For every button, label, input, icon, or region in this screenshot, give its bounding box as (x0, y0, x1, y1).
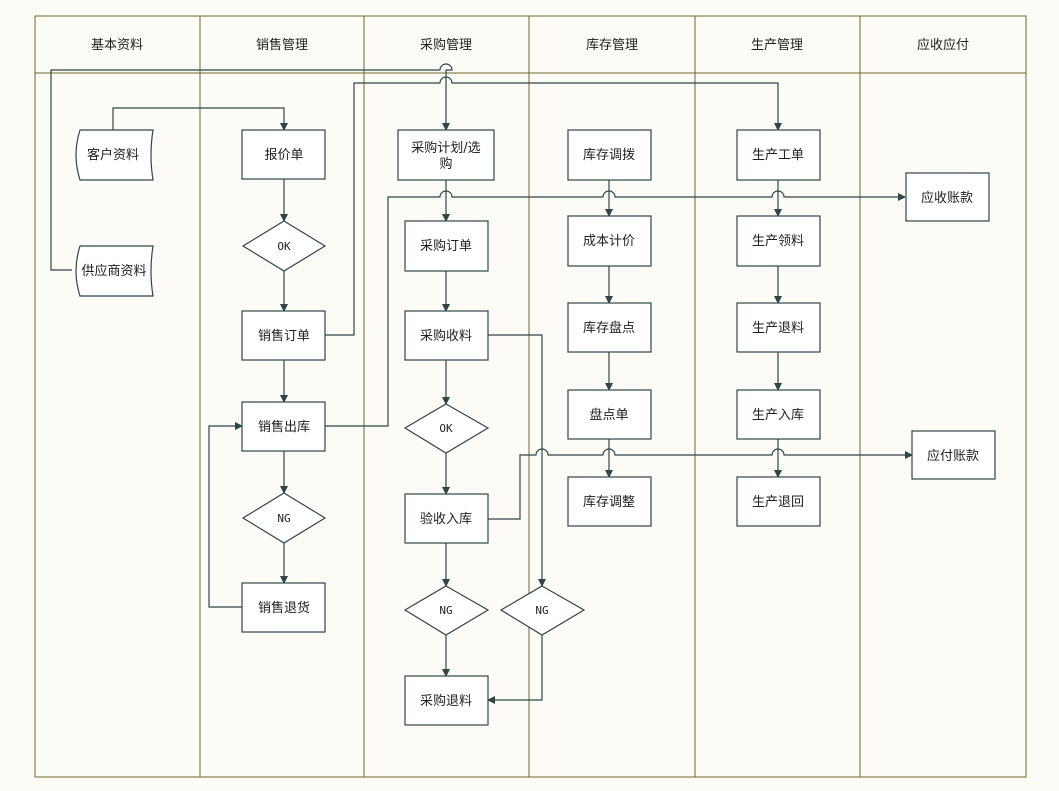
inventory-transfer-node[interactable] (567, 129, 652, 181)
nodes: 客户资料 供应商资料 报价单 OK 销售订单 销售出库 NG 销售退货 采购计划… (75, 129, 996, 726)
edge-supplier-purchase-plan (50, 63, 453, 271)
purchase-ok-label: OK (439, 422, 453, 435)
receivable-node[interactable] (905, 172, 990, 222)
edge-ng-right-purchase-return (487, 635, 543, 704)
customer-data-node[interactable] (75, 129, 154, 181)
edge-sales-order-work-order (325, 76, 782, 336)
work-order-node[interactable] (736, 129, 821, 181)
lane-header-basic-data: 基本资料 (91, 38, 143, 53)
purchase-order-label: 采购订单 (420, 238, 472, 254)
production-return-node[interactable] (736, 476, 821, 527)
quotation-node[interactable] (241, 129, 326, 180)
lane-border (34, 15, 1027, 778)
lane-header-sales: 销售管理 (256, 37, 308, 53)
sales-outbound-label: 销售出库 (258, 419, 310, 435)
purchase-receive-node[interactable] (404, 310, 489, 361)
inspection-inbound-node[interactable] (404, 493, 489, 544)
sales-ok-diamond[interactable] (241, 220, 327, 272)
receivable-label: 应收账款 (921, 190, 973, 206)
payable-label: 应付账款 (927, 448, 979, 464)
sales-ok-label: OK (277, 240, 291, 253)
payable-node[interactable] (911, 430, 996, 480)
inventory-count-node[interactable] (567, 302, 652, 353)
purchase-return-node[interactable] (404, 675, 489, 726)
inspection-inbound-label: 验收入库 (420, 511, 472, 527)
material-return-node[interactable] (736, 302, 821, 353)
work-order-label: 生产工单 (752, 148, 804, 163)
purchase-return-label: 采购退料 (420, 693, 472, 709)
purchase-ok-diamond[interactable] (403, 403, 490, 454)
production-return-label: 生产退回 (752, 495, 804, 510)
cost-pricing-label: 成本计价 (583, 234, 635, 249)
purchase-ng-left-diamond[interactable] (403, 585, 490, 636)
sales-outbound-node[interactable] (241, 401, 326, 452)
inventory-adjust-node[interactable] (567, 476, 652, 527)
sales-order-node[interactable] (241, 310, 326, 361)
count-sheet-label: 盘点单 (589, 407, 628, 423)
lane-header-ar-ap: 应收应付 (917, 37, 969, 53)
edge-sales-return-outbound (208, 422, 243, 608)
sales-return-label: 销售退货 (258, 600, 310, 616)
material-issue-label: 生产领料 (752, 234, 804, 249)
edges (50, 63, 913, 704)
count-sheet-node[interactable] (567, 389, 652, 440)
sales-order-label: 销售订单 (258, 328, 310, 344)
supplier-data-node[interactable] (75, 245, 154, 297)
inventory-count-label: 库存盘点 (583, 320, 635, 336)
supplier-data-label: 供应商资料 (81, 263, 146, 279)
inventory-adjust-label: 库存调整 (583, 494, 635, 510)
customer-data-label: 客户资料 (87, 147, 139, 163)
purchase-receive-label: 采购收料 (420, 328, 472, 344)
purchase-plan-label-line1: 采购计划/选 (411, 140, 480, 156)
material-issue-node[interactable] (736, 215, 821, 267)
cost-pricing-node[interactable] (567, 215, 652, 267)
quotation-label: 报价单 (264, 148, 303, 163)
edge-customer-quotation (112, 107, 288, 131)
lane-headers: 基本资料 销售管理 采购管理 库存管理 生产管理 应收应付 (91, 37, 969, 53)
lane-header-purchase: 采购管理 (420, 37, 472, 53)
production-inbound-label: 生产入库 (752, 407, 804, 423)
production-inbound-node[interactable] (736, 389, 821, 440)
purchase-ng-right-label: NG (535, 604, 548, 617)
edge-receive-ng-right (488, 334, 546, 587)
inventory-transfer-label: 库存调拨 (583, 147, 635, 163)
swimlane-frame (34, 15, 1027, 778)
edge-inspection-payable (488, 448, 913, 520)
sales-ng-diamond[interactable] (241, 492, 327, 544)
sales-ng-label: NG (277, 512, 290, 525)
material-return-label: 生产退料 (752, 321, 804, 336)
purchase-plan-node[interactable] (397, 129, 495, 181)
purchase-plan-label-line2: 购 (439, 156, 452, 172)
purchase-order-node[interactable] (404, 220, 489, 272)
purchase-ng-right-diamond[interactable] (499, 585, 586, 636)
lane-header-inventory: 库存管理 (586, 37, 638, 53)
lane-header-production: 生产管理 (751, 38, 803, 53)
purchase-ng-left-label: NG (439, 604, 452, 617)
sales-return-node[interactable] (241, 582, 326, 633)
